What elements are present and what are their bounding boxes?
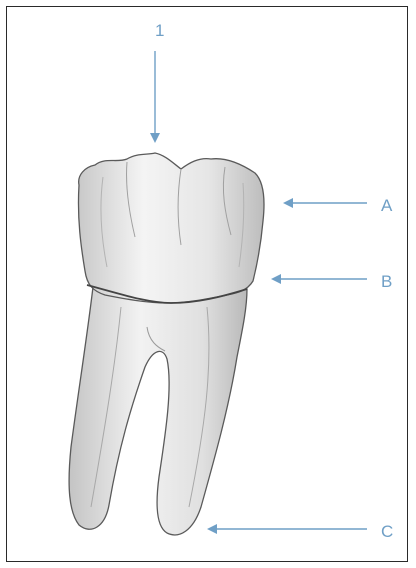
tooth-figure (7, 7, 409, 563)
tooth-roots (69, 287, 247, 535)
label-a: A (381, 197, 392, 214)
label-b: B (381, 273, 392, 290)
label-1: 1 (155, 22, 164, 39)
tooth-crown (78, 153, 264, 303)
label-c: C (381, 523, 393, 540)
diagram-frame: 1 A B C (6, 6, 408, 562)
